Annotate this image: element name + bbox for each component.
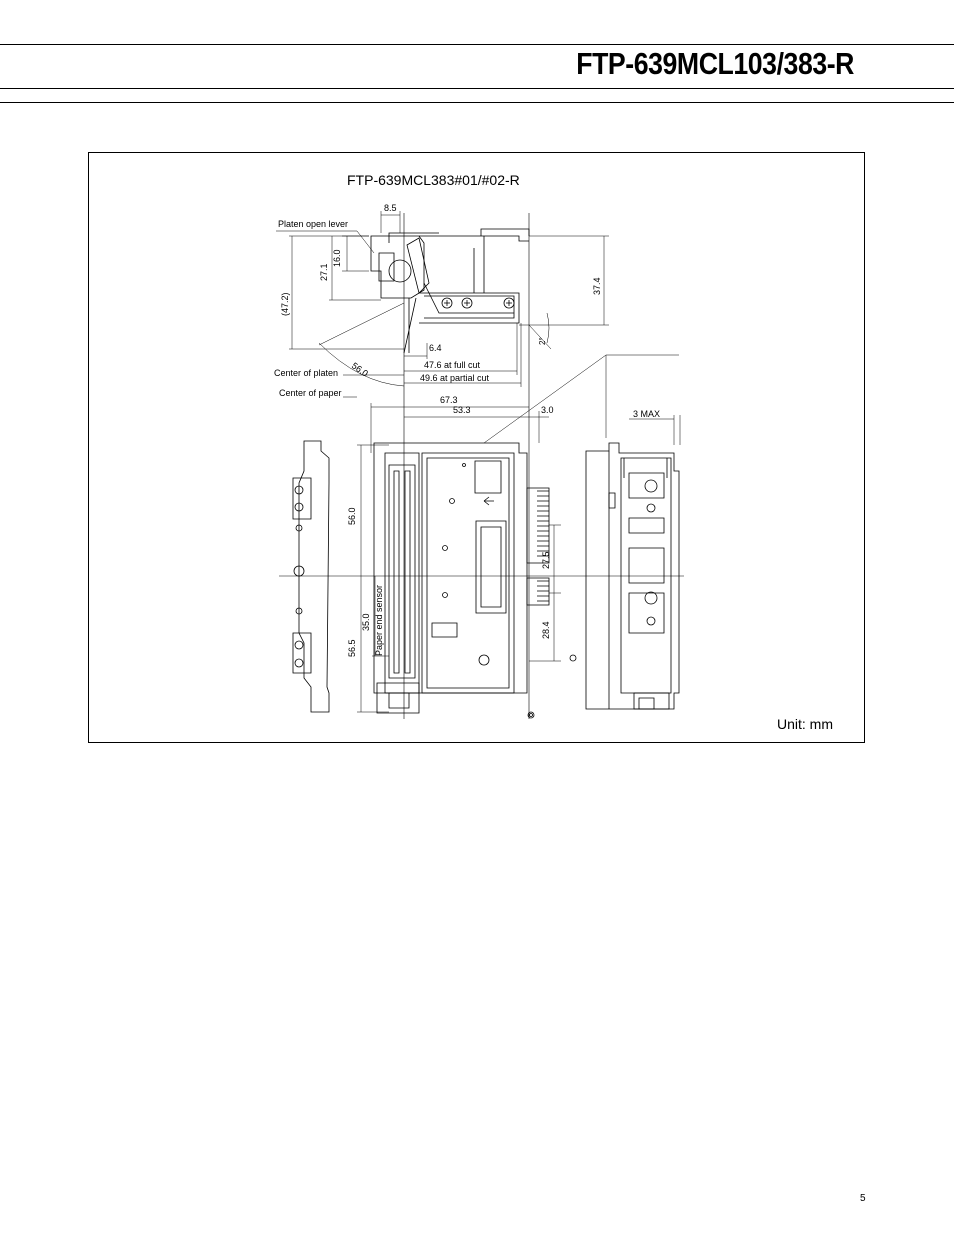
label-center-of-platen: Center of platen: [274, 368, 338, 378]
dim-2-deg: 2°: [538, 337, 547, 345]
label-center-of-paper: Center of paper: [279, 388, 342, 398]
dimension-drawing: FTP-639MCL383#01/#02-R Unit: mm Platen o…: [274, 172, 833, 732]
header-separator-rule: [0, 102, 954, 103]
dim-6-4: 6.4: [429, 343, 442, 353]
label-paper-end-sensor: Paper end sensor: [374, 585, 384, 656]
dim-67-3: 67.3: [440, 395, 458, 405]
dim-47-2: (47.2): [280, 292, 290, 316]
dim-27-1: 27.1: [319, 263, 329, 281]
dim-28-4: 28.4: [541, 621, 551, 639]
unit-label: Unit: mm: [777, 716, 833, 732]
dim-full-cut: 47.6 at full cut: [424, 360, 481, 370]
dim-partial-cut: 49.6 at partial cut: [420, 373, 490, 383]
header-top-rule: [0, 44, 954, 45]
end-view-outline: [569, 442, 680, 710]
document-title: FTP-639MCL103/383-R: [576, 46, 854, 81]
side-view-dimension-lines: [276, 211, 681, 453]
dim-3-0: 3.0: [541, 405, 554, 415]
front-view-outline: [279, 440, 684, 719]
dim-53-3: 53.3: [453, 405, 471, 415]
side-view-outline: [370, 213, 530, 719]
dim-3-max: 3 MAX: [633, 409, 660, 419]
dim-56-0: 56.0: [347, 507, 357, 525]
label-platen-open-lever: Platen open lever: [278, 219, 348, 229]
dim-27-5: 27.5: [541, 551, 551, 569]
drawing-frame: FTP-639MCL383#01/#02-R Unit: mm Platen o…: [88, 152, 865, 743]
dim-56-5: 56.5: [347, 639, 357, 657]
dim-8-5: 8.5: [384, 203, 397, 213]
page-number: 5: [860, 1193, 866, 1204]
dim-35-0: 35.0: [361, 613, 371, 631]
header-bottom-rule: [0, 88, 954, 89]
dim-37-4: 37.4: [592, 277, 602, 295]
dim-16-0: 16.0: [332, 249, 342, 267]
dim-56-0-radius: 56.0: [350, 360, 370, 378]
front-view-dimension-lines: [357, 444, 561, 713]
drawing-title: FTP-639MCL383#01/#02-R: [347, 172, 520, 188]
